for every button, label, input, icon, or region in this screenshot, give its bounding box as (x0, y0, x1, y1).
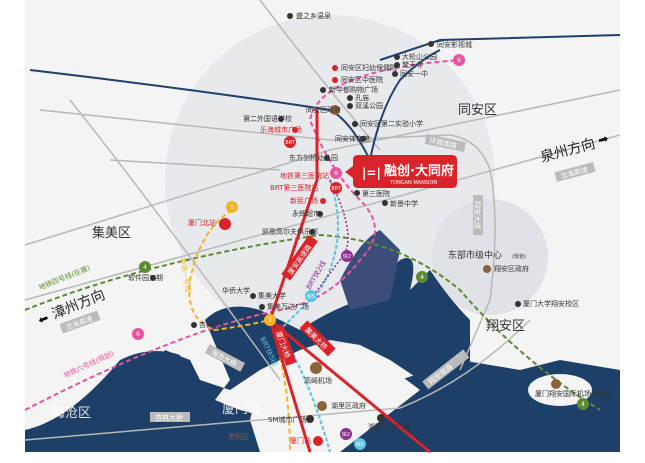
poi-label: 梵天寺 (402, 61, 423, 69)
metro-line-1[interactable] (188, 209, 291, 453)
roads (24, 0, 621, 441)
poi-label: BRT第三医院站 (270, 183, 318, 192)
badge-label: BRT (285, 140, 296, 146)
poi-label: 同安区第二实验小学 (360, 119, 423, 128)
poi-markers[interactable]: 盛之乡温泉 大轮山公园 梵天寺 同安影视城 同安区妇幼保健院 同安区中医院 新华… (128, 11, 611, 446)
airport-icon (551, 379, 561, 389)
poi-label: 湖里万达广场 (368, 422, 410, 431)
poi-label: 高崎机场 (304, 376, 332, 385)
highway-line (379, 34, 621, 61)
east-center-note: (规划) (512, 253, 526, 260)
poi-label: 厦门翔安国际机场(在建) (535, 389, 611, 398)
east-center-label: 东部市级中心 (448, 249, 502, 261)
poi-label: 地铁第三医院站 (280, 171, 329, 180)
brt-trunk-line[interactable] (269, 318, 431, 454)
poi-label: 同安区中医院 (341, 75, 383, 84)
logo-name: 融创·大同府 (384, 163, 454, 179)
arrow-left-icon: ⬅ (36, 311, 51, 328)
poi-label: 杏林湾 (199, 320, 220, 329)
badge-label: 1 (268, 317, 272, 324)
badge-label: 6 (457, 57, 461, 64)
train-station-icon (313, 436, 323, 446)
badge-label: 4 (420, 274, 424, 281)
poi-label: 第二外国语学校 (243, 114, 292, 123)
badge-label: 1 (230, 204, 234, 211)
poi-label: 同安影视城 (437, 40, 472, 49)
airport-icon (310, 362, 322, 374)
poi-label: 孔庙 (355, 93, 369, 102)
poi-label: SM城市广场 (268, 415, 306, 424)
poi-label: 乐海城市广场 (260, 125, 302, 134)
badge-label: 快2 (342, 431, 350, 438)
badge-label: 4 (581, 401, 585, 408)
poi-label: 双溪公园 (355, 101, 383, 110)
poi-label: 翔安区政府 (494, 264, 529, 273)
badge-label: BRT (331, 186, 342, 192)
poi-label: 厦门北站 (188, 218, 216, 227)
poi-label: 东方剑桥幼儿园 (289, 153, 338, 162)
metro-line-6[interactable] (24, 59, 461, 411)
poi-label: 同安体育馆 (335, 134, 370, 143)
highway-line (29, 69, 371, 161)
district-xiamen-island: 厦门岛 (222, 401, 261, 417)
district-tongan: 同安区 (458, 103, 497, 118)
road-label: 翔安大道 (473, 201, 482, 229)
district-siming: 思明区 (228, 433, 249, 441)
arrow-right-icon: ➡ (597, 131, 610, 147)
poi-label: 软件园三期 (128, 273, 163, 282)
badge-label: 4 (143, 264, 147, 271)
poi-label: 凯歌高尔夫俱乐部 (262, 227, 318, 236)
highway-line (369, 49, 441, 161)
poi-label: 同安区政府 (306, 105, 341, 114)
poi-label: 同安一中 (400, 69, 428, 78)
poi-label: 集美大学 (258, 291, 286, 300)
district-haicang: 海沧区 (52, 405, 91, 421)
brt-trunk-line[interactable] (268, 110, 319, 453)
poi-label: 厦门站 (290, 436, 311, 445)
poi-label: 湖里区政府 (331, 401, 366, 410)
train-station-icon (219, 218, 231, 230)
badge-label: 6 (334, 170, 338, 177)
east-center-circle (432, 199, 548, 315)
project-logo[interactable]: |=| 融创·大同府 TONGAN MANSION (345, 155, 457, 188)
badge-label: 快5 (307, 293, 315, 300)
logo-subtitle: TONGAN MANSION (389, 180, 437, 186)
badge-label: 快5 (356, 441, 364, 448)
district-jimei: 集美区 (92, 225, 131, 241)
poi-label: 大轮山公园 (402, 52, 437, 61)
poi-label: 第三医院 (362, 189, 390, 198)
logo-mark: |=| (362, 166, 381, 180)
poi-label: 新民广场 (290, 196, 318, 205)
poi-label: 厦门大学翔安校区 (523, 299, 579, 308)
poi-label: 新景中学 (390, 199, 418, 208)
poi-label: 新华都购物广场 (329, 85, 378, 94)
poi-label: 华侨大学 (222, 286, 250, 295)
poi-label: 盛之乡温泉 (296, 11, 331, 20)
badge-label: 6 (136, 331, 140, 338)
poi-label: 永辉超市 (292, 209, 320, 218)
poi-label: 集美万达广场 (267, 302, 309, 311)
line-badges[interactable]: 1 1 4 4 4 6 6 6 BRT BRT 快2 快5 快2 快5 (132, 54, 589, 450)
district-xiangan: 翔安区 (486, 319, 525, 334)
poi-label: 同安区妇幼保健院 (341, 63, 397, 72)
brt-k2-line[interactable] (309, 179, 349, 301)
badge-label: 快2 (343, 253, 351, 260)
road-label: 杏林大桥 (155, 413, 183, 422)
